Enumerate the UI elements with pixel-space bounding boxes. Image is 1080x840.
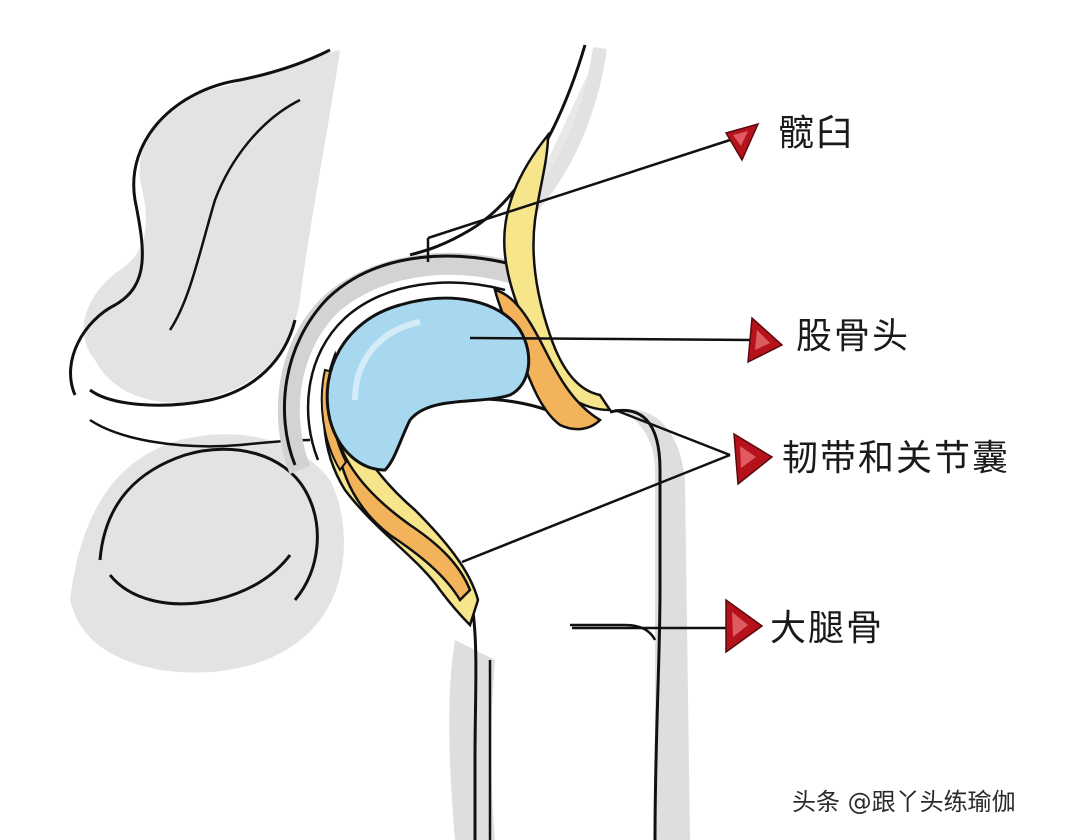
femoral-head [325, 296, 531, 472]
femur-bone [398, 393, 690, 840]
watermark: 头条 @跟丫头练瑜伽 [792, 788, 1016, 816]
label-markers [724, 122, 784, 654]
label-ligaments-capsule: 韧带和关节囊 [782, 438, 1010, 479]
leader-line-femoral-head [469, 336, 753, 342]
label-femoral-head: 股骨头 [796, 316, 910, 357]
label-acetabulum: 髋臼 [778, 113, 854, 154]
leader-line-ligament-lower [461, 453, 731, 564]
leader-line-acetabulum [427, 138, 731, 240]
pelvis-ischium [70, 418, 344, 673]
leader-line-ligament-upper [614, 408, 731, 457]
label-femur: 大腿骨 [770, 608, 884, 649]
marker-ligaments-capsule [733, 432, 774, 486]
marker-acetabulum [724, 122, 760, 162]
acetabulum-socket [277, 252, 526, 475]
leader-lines [426, 138, 753, 630]
marker-femoral-head [747, 316, 784, 364]
marker-femur [725, 598, 764, 654]
